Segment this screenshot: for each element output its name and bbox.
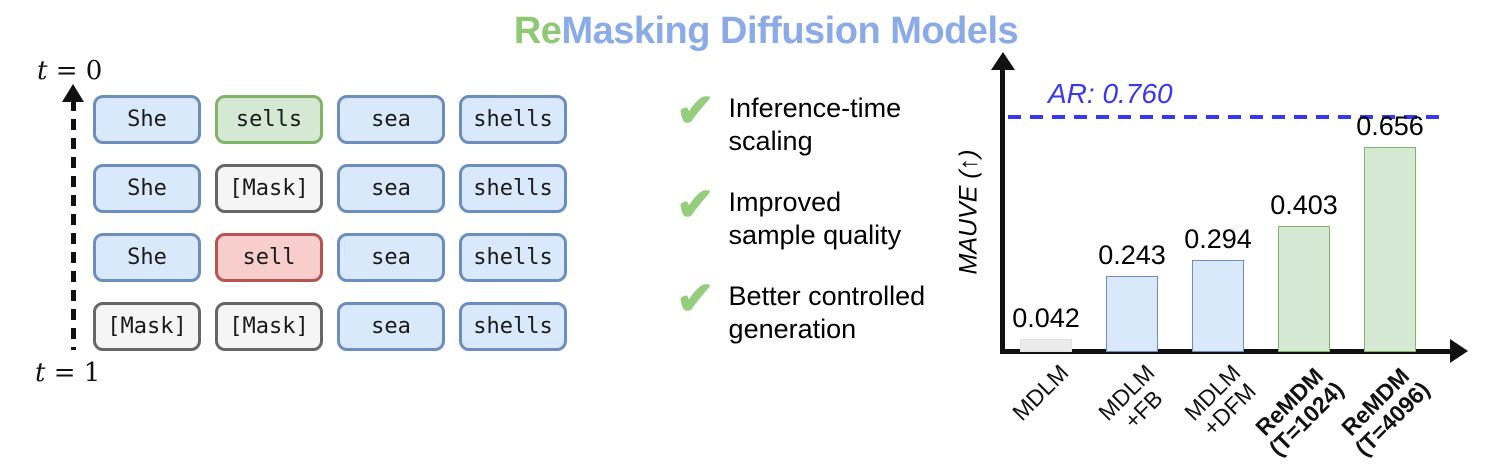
checkmark-icon: ✔ bbox=[676, 272, 715, 324]
token-box: sells bbox=[215, 95, 323, 144]
token-box: sea bbox=[337, 95, 445, 144]
token-box: sell bbox=[215, 233, 323, 282]
title-highlight: Re bbox=[513, 10, 562, 52]
ar-reference-dashed-line bbox=[1008, 115, 1446, 119]
bar-value-label: 0.042 bbox=[1012, 303, 1080, 333]
bar-value-label: 0.656 bbox=[1356, 111, 1424, 141]
bar bbox=[1364, 147, 1416, 352]
x-tick-label: MDLM bbox=[1007, 359, 1074, 426]
y-axis-label: MAUVE (↑) bbox=[954, 149, 983, 275]
bar bbox=[1106, 276, 1158, 352]
token-box: sea bbox=[337, 164, 445, 213]
bar-value-label: 0.403 bbox=[1270, 190, 1338, 220]
token-box: shells bbox=[459, 233, 567, 282]
feature-item: ✔Better controlled generation bbox=[676, 272, 979, 346]
bar-value-label: 0.243 bbox=[1098, 240, 1166, 270]
token-box: [Mask] bbox=[93, 302, 201, 351]
x-tick-label: MDLM +FB bbox=[1093, 359, 1168, 434]
x-axis-arrow-icon bbox=[1450, 339, 1468, 363]
feature-label: Improved sample quality bbox=[728, 187, 902, 250]
y-axis-arrow-icon bbox=[991, 52, 1015, 70]
time-end-label: t = 1 bbox=[35, 358, 101, 388]
feature-item: ✔Inference-time scaling bbox=[676, 84, 979, 158]
feature-item: ✔Improved sample quality bbox=[676, 178, 979, 252]
token-box: [Mask] bbox=[215, 164, 323, 213]
token-box: shells bbox=[459, 164, 567, 213]
page-title: ReMasking Diffusion Models bbox=[38, 10, 1494, 53]
y-axis bbox=[1000, 66, 1005, 352]
x-tick-label: ReMDM (T=1024) bbox=[1250, 362, 1349, 462]
bar bbox=[1020, 339, 1072, 352]
token-box: She bbox=[93, 95, 201, 144]
ar-reference-label: AR: 0.760 bbox=[1048, 78, 1173, 109]
token-box: shells bbox=[459, 302, 567, 351]
time-arrow-head-icon bbox=[62, 84, 84, 102]
feature-label: Inference-time scaling bbox=[728, 93, 902, 156]
token-box: [Mask] bbox=[215, 302, 323, 351]
token-box: sea bbox=[337, 302, 445, 351]
token-box: sea bbox=[337, 233, 445, 282]
bar bbox=[1192, 260, 1244, 352]
token-box: She bbox=[93, 233, 201, 282]
checkmark-icon: ✔ bbox=[676, 84, 715, 136]
token-box: She bbox=[93, 164, 201, 213]
time-arrow-dashed-line bbox=[71, 100, 76, 350]
bar bbox=[1278, 226, 1330, 352]
bar-value-label: 0.294 bbox=[1184, 224, 1252, 254]
feature-label: Better controlled generation bbox=[728, 281, 926, 344]
x-tick-label: ReMDM (T=4096) bbox=[1336, 362, 1435, 462]
time-start-label: t = 0 bbox=[37, 56, 103, 86]
title-rest: Masking Diffusion Models bbox=[561, 10, 1019, 52]
token-box: shells bbox=[459, 95, 567, 144]
checkmark-icon: ✔ bbox=[676, 178, 715, 230]
